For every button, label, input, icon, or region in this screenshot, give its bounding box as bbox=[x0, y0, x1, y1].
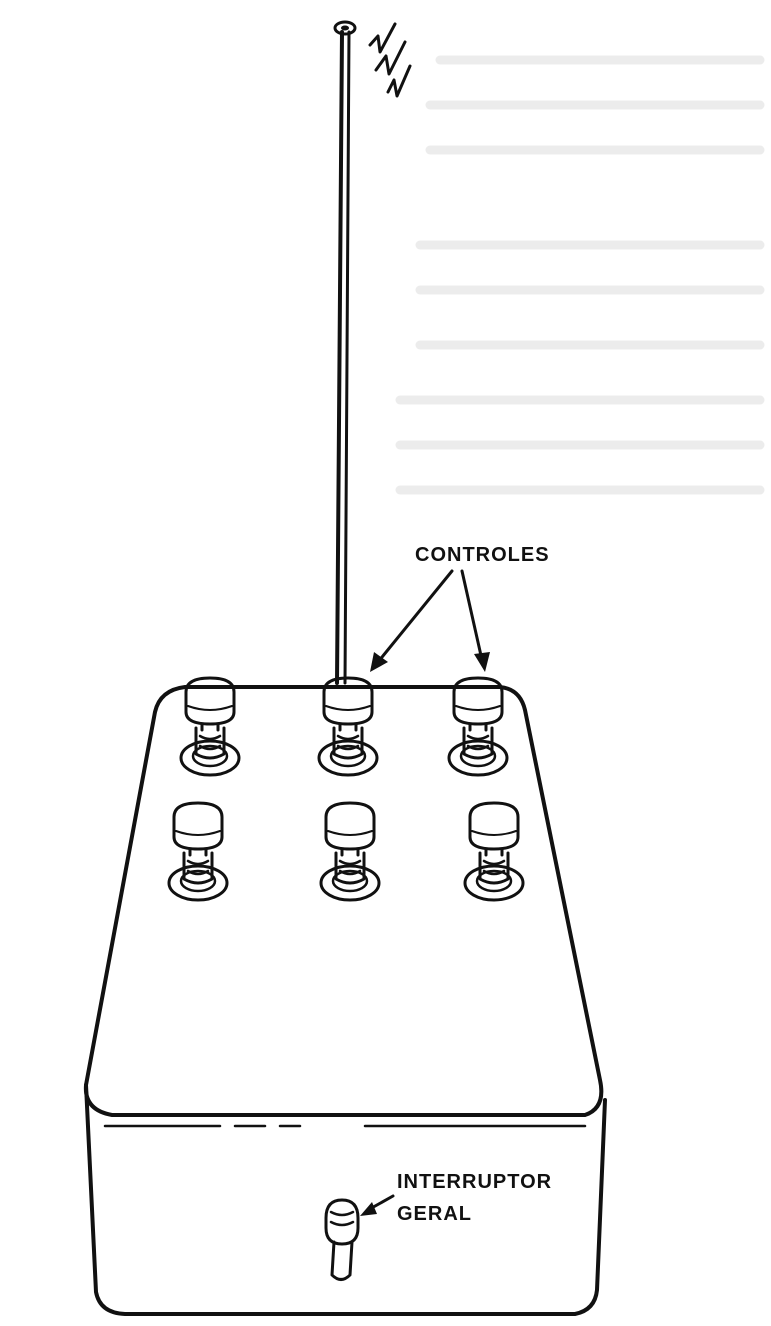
master-switch-label-line2: GERAL bbox=[397, 1203, 472, 1225]
box-top-panel bbox=[83, 685, 604, 1117]
knob-row-bottom bbox=[167, 801, 525, 902]
control-knob-bottom-left[interactable] bbox=[167, 801, 229, 902]
bleed-through-lines bbox=[395, 55, 765, 495]
control-knob-top-center[interactable] bbox=[317, 676, 379, 777]
control-knob-top-right[interactable] bbox=[447, 676, 509, 777]
control-knob-bottom-right[interactable] bbox=[463, 801, 525, 902]
control-knob-bottom-center[interactable] bbox=[319, 801, 381, 902]
box-front-panel bbox=[84, 1083, 607, 1316]
knob-row-top bbox=[179, 676, 509, 777]
antenna bbox=[333, 20, 357, 685]
lightning-icon bbox=[368, 22, 412, 98]
controls-arrows bbox=[370, 569, 490, 672]
toggle-switch-icon[interactable] bbox=[324, 1198, 360, 1281]
arrow-icon bbox=[370, 652, 388, 672]
arrow-icon bbox=[474, 652, 490, 672]
control-knob-top-left[interactable] bbox=[179, 676, 241, 777]
arrow-icon bbox=[360, 1202, 377, 1216]
master-switch-label-line1: INTERRUPTOR bbox=[397, 1171, 552, 1193]
master-switch-arrow bbox=[360, 1194, 395, 1216]
controls-label: CONTROLES bbox=[415, 544, 550, 566]
